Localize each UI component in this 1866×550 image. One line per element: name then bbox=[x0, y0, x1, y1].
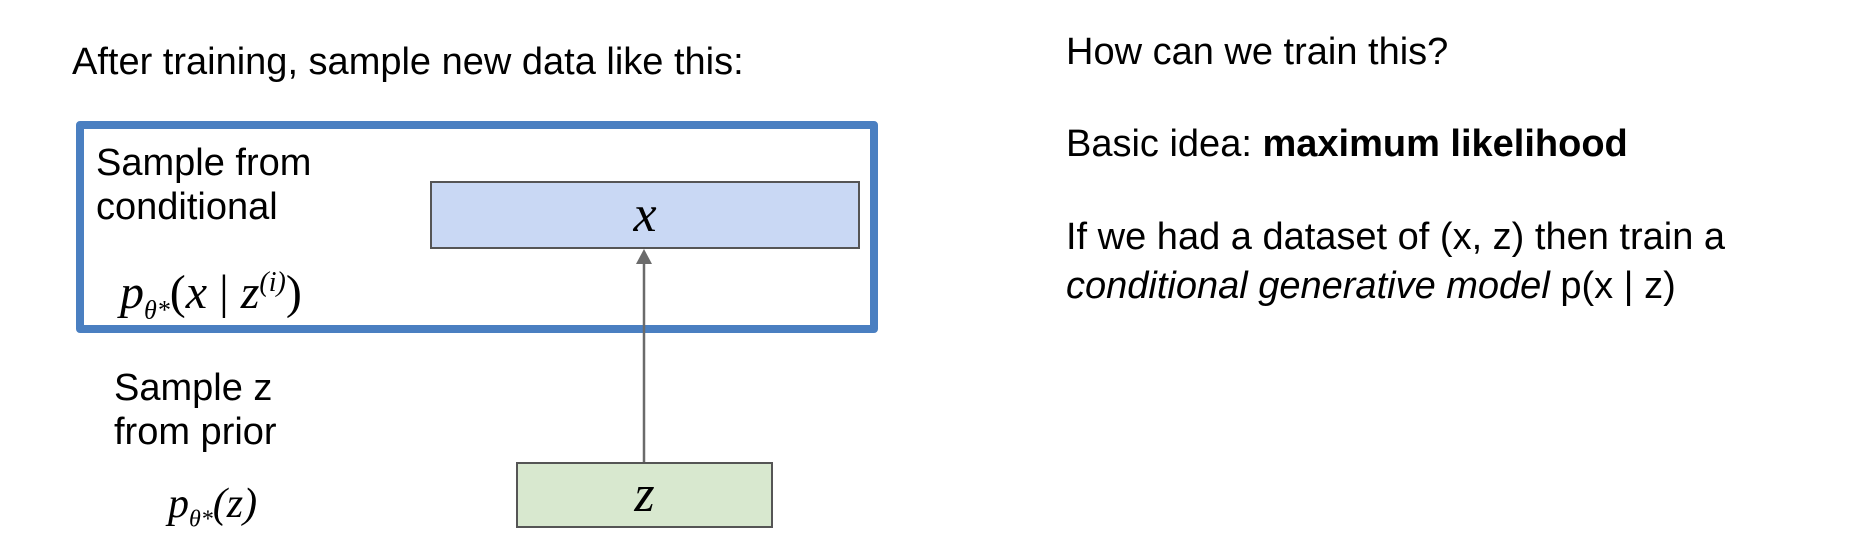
formula-x: x bbox=[185, 266, 208, 319]
heading: After training, sample new data like thi… bbox=[72, 41, 744, 83]
formula-i-superscript: (i) bbox=[259, 267, 286, 298]
arrow-head bbox=[636, 249, 652, 264]
x-node-label: x bbox=[633, 186, 657, 243]
conditional-label: Sample from conditional bbox=[96, 142, 311, 229]
prior-label-line2: from prior bbox=[114, 410, 277, 453]
basic-idea-prefix: Basic idea: bbox=[1066, 123, 1263, 165]
conditional-sampling-box bbox=[76, 121, 878, 333]
prior-formula: pθ*(z) bbox=[168, 480, 257, 533]
formula-close-paren: ) bbox=[285, 266, 302, 319]
prior-formula-theta-subscript: θ* bbox=[189, 506, 213, 533]
dataset-line1: If we had a dataset of (x, z) then train… bbox=[1066, 216, 1726, 258]
formula-bar: | bbox=[219, 266, 229, 319]
z-node-label: z bbox=[634, 466, 655, 523]
prior-label-line1: Sample z bbox=[114, 367, 273, 409]
question-text: How can we train this? bbox=[1066, 31, 1449, 73]
x-node-box: x bbox=[430, 181, 860, 249]
conditional-label-line2: conditional bbox=[96, 185, 278, 228]
dataset-line2-rest: p(x | z) bbox=[1549, 264, 1676, 307]
dataset-line2-italic: conditional generative model bbox=[1066, 264, 1550, 307]
formula-p: p bbox=[120, 266, 144, 319]
conditional-formula: pθ*(x | z(i)) bbox=[120, 265, 302, 326]
basic-idea-text: Basic idea: maximum likelihood bbox=[1066, 120, 1628, 169]
dataset-paragraph: If we had a dataset of (x, z) then train… bbox=[1066, 213, 1725, 310]
conditional-label-line1: Sample from bbox=[96, 142, 312, 184]
prior-formula-p: p bbox=[168, 481, 189, 527]
formula-open-paren: ( bbox=[169, 266, 186, 319]
formula-theta-subscript: θ* bbox=[144, 295, 170, 325]
basic-idea-bold: maximum likelihood bbox=[1262, 123, 1628, 165]
formula-z: z bbox=[240, 266, 260, 319]
prior-label: Sample z from prior bbox=[114, 367, 277, 454]
dataset-line2: conditional generative model p(x | z) bbox=[1066, 262, 1725, 311]
z-node-box: z bbox=[516, 462, 773, 528]
prior-formula-arg: (z) bbox=[212, 481, 258, 527]
